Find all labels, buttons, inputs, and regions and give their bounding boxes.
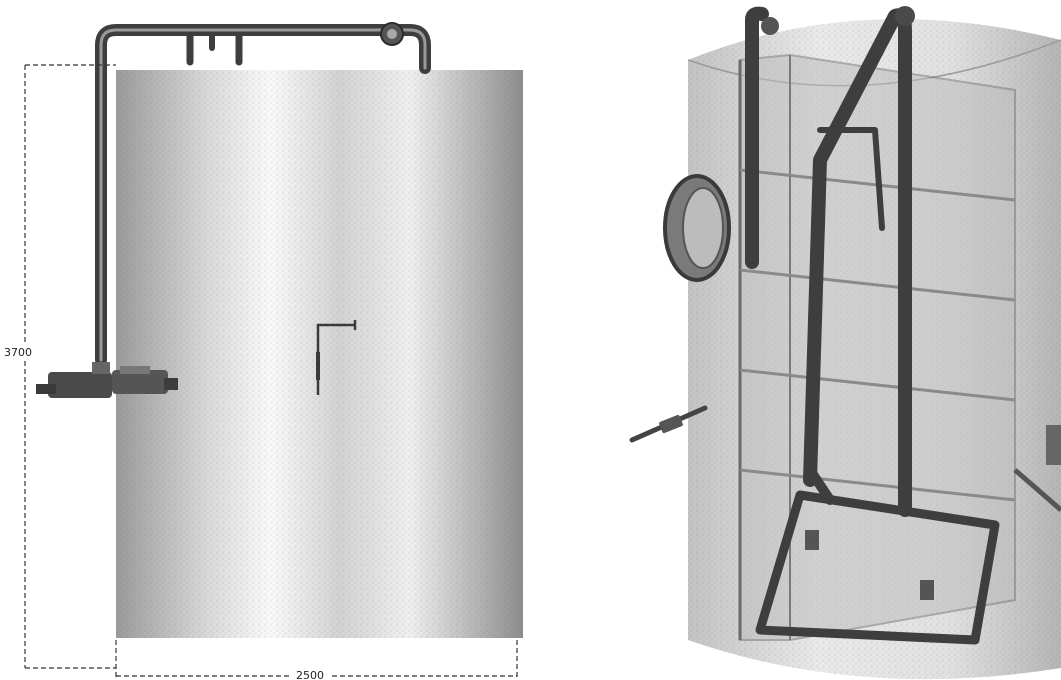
center-fitting [316, 320, 357, 395]
side-nozzle [629, 405, 708, 443]
base-frame [755, 490, 1000, 645]
base-fitting-left [805, 530, 819, 550]
manway-hatch [663, 174, 731, 282]
outlet-pipe [95, 24, 431, 366]
width-dimension-label: 2500 [296, 669, 324, 680]
valve-assembly [36, 362, 178, 398]
right-side-connection [1013, 425, 1061, 512]
front-elevation-view: 3700 2500 [2, 22, 523, 680]
top-elbow-fitting [761, 17, 779, 35]
height-dimension-label: 3700 [4, 346, 32, 359]
base-fitting-right [920, 580, 934, 600]
isometric-cutaway-view [629, 6, 1061, 680]
